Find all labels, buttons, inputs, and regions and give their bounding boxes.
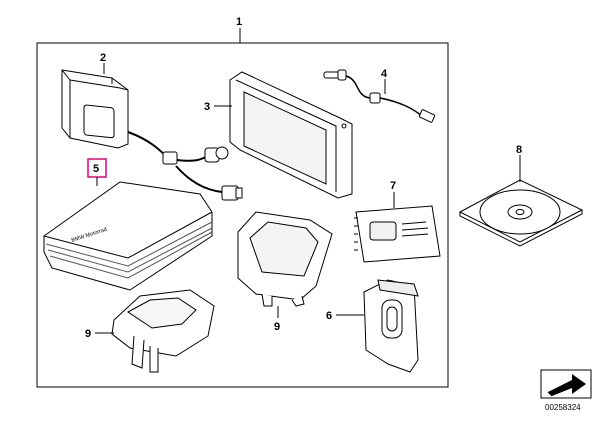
kit-frame	[36, 42, 449, 388]
callout-2: 2	[100, 52, 106, 64]
mount-adapter	[237, 211, 333, 307]
user-manual	[354, 205, 441, 263]
arrow-icon	[547, 374, 586, 397]
navigation-unit	[229, 71, 353, 199]
usb-cable	[323, 69, 436, 123]
cradle-cable	[127, 131, 243, 201]
callout-5: 5	[93, 163, 99, 175]
diagram-id: 00258324	[545, 403, 581, 412]
callout-9b: 9	[274, 321, 280, 333]
callout-6: 6	[326, 310, 332, 322]
nav-arrow-box	[540, 369, 592, 399]
callout-1: 1	[236, 16, 242, 28]
mount-holder	[363, 279, 419, 373]
callout-3: 3	[204, 101, 210, 113]
charging-cradle	[61, 69, 129, 149]
carry-case: BMW Motorrad	[43, 181, 213, 291]
callout-4: 4	[381, 68, 388, 80]
callout-9a: 9	[85, 328, 91, 340]
mount-base	[111, 289, 215, 373]
callout-8: 8	[516, 144, 522, 156]
callout-7: 7	[390, 180, 396, 192]
software-cd	[458, 179, 584, 247]
